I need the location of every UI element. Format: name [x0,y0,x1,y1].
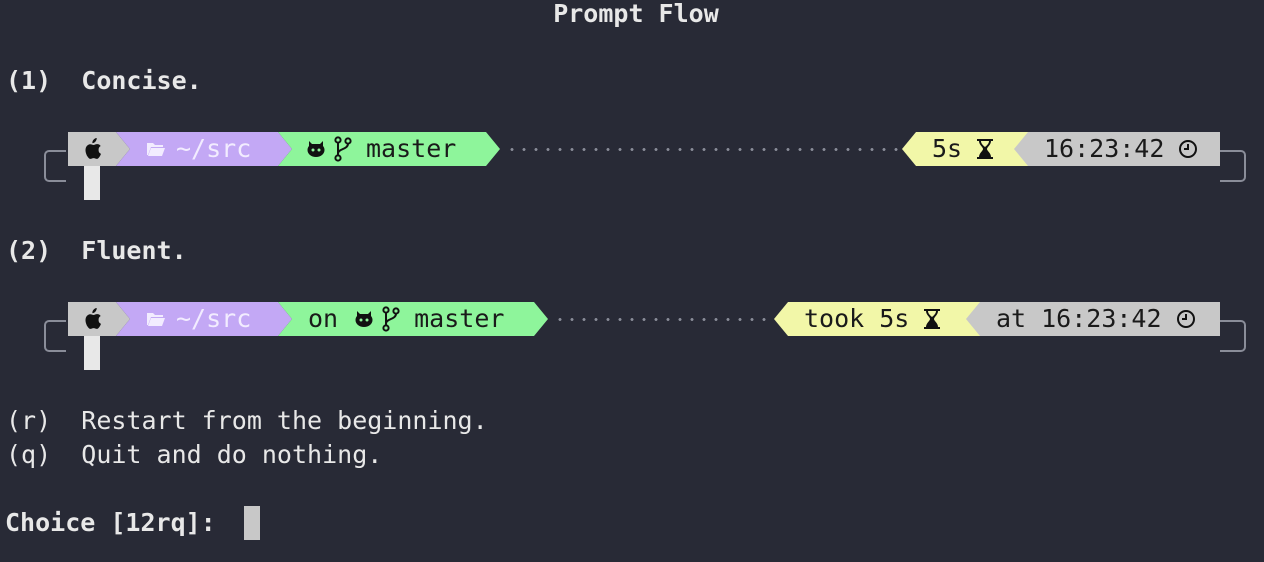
duration-value: 5s [932,134,963,163]
time-value: 16:23:42 [1044,134,1165,163]
prompt-cursor [84,166,100,200]
option-key: (1) [6,66,52,95]
dir-segment: ~/src [116,132,292,166]
duration-segment: took 5s [774,302,982,336]
option-quit[interactable]: (q) Quit and do nothing. [6,438,382,472]
option-key: (2) [6,236,52,265]
dir-segment: ~/src [116,302,292,336]
duration-prefix: took [804,304,865,333]
git-segment: master [278,132,500,166]
git-branch-name: master [414,304,505,333]
duration-segment: 5s [902,132,1030,166]
option-label: Concise. [81,66,202,95]
prompt-filler-dots [506,148,900,151]
os-segment [68,302,116,336]
git-prefix: on [308,304,339,333]
folder-open-icon [146,141,166,157]
prompt-filler-dots [554,318,772,321]
duration-value: 5s [879,304,910,333]
folder-open-icon [146,311,166,327]
option-key: (r) [6,406,52,435]
prompt-frame-right [1220,150,1246,182]
option-label: Quit and do nothing. [81,440,383,469]
prompt-frame-right [1220,320,1246,352]
time-segment: 16:23:42 [1014,132,1220,166]
option-2[interactable]: (2) Fluent. [6,234,187,268]
dir-path: ~/src [176,304,252,333]
option-label: Restart from the beginning. [81,406,488,435]
clock-icon [1176,309,1196,329]
apple-icon [82,308,102,330]
option-restart[interactable]: (r) Restart from the beginning. [6,404,488,438]
prompt-frame-left [44,320,66,352]
option-key: (q) [6,440,52,469]
github-cat-icon [306,140,326,158]
time-value: 16:23:42 [1041,304,1162,333]
github-cat-icon [354,310,374,328]
git-branch-icon [334,136,352,162]
git-branch-icon [382,306,400,332]
window-title: Prompt Flow [553,0,719,28]
dir-path: ~/src [176,134,252,163]
choice-label: Choice [12rq]: [5,508,216,537]
input-cursor [244,506,260,540]
prompt-frame-left [44,150,66,182]
os-segment [68,132,116,166]
time-segment: at 16:23:42 [966,302,1220,336]
option-label: Fluent. [81,236,187,265]
prompt-cursor [84,336,100,370]
clock-icon [1178,139,1198,159]
time-prefix: at [996,304,1027,333]
apple-icon [82,138,102,160]
hourglass-icon [923,308,941,330]
hourglass-icon [976,138,994,160]
git-segment: on master [278,302,548,336]
git-branch-name: master [366,134,457,163]
option-1[interactable]: (1) Concise. [6,64,202,98]
